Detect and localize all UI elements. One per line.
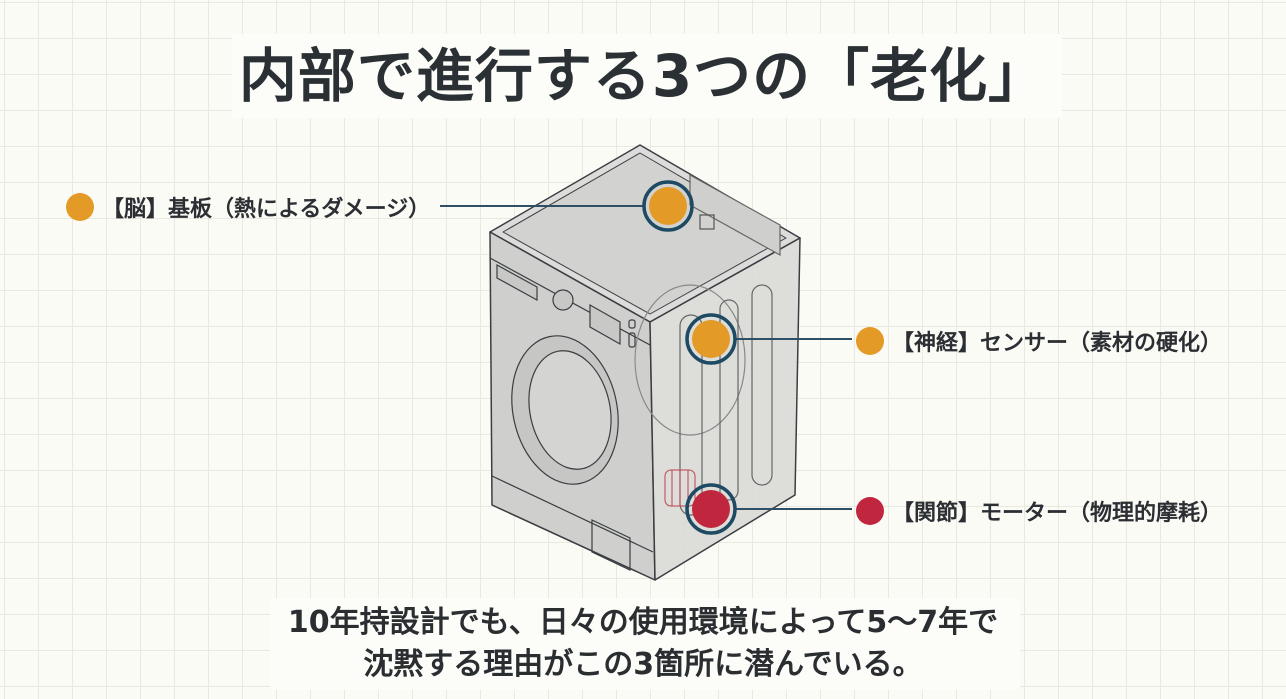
marker-motor bbox=[685, 483, 737, 535]
marker-board bbox=[642, 180, 694, 232]
callout-sensor: 【神経】センサー（素材の硬化） bbox=[856, 325, 1222, 357]
footer-background bbox=[270, 598, 1020, 690]
marker-sensor bbox=[685, 313, 737, 365]
red-dot-icon bbox=[856, 497, 884, 525]
callout-board-label: 【脳】基板（熱によるダメージ） bbox=[102, 197, 431, 222]
orange-dot-icon bbox=[856, 327, 884, 355]
callout-motor-label: 【関節】モーター（物理的摩耗） bbox=[892, 501, 1223, 526]
callout-motor: 【関節】モーター（物理的摩耗） bbox=[856, 495, 1222, 527]
footer-line-2: 沈黙する理由がこの3箇所に潜んでいる。 bbox=[363, 647, 923, 682]
page-title: 内部で進行する3つの「老化」 bbox=[238, 42, 1048, 110]
callout-board: 【脳】基板（熱によるダメージ） bbox=[66, 191, 430, 223]
title-background bbox=[232, 34, 1062, 118]
footer-text: 10年持設計でも、日々の使用環境によって5〜7年で 沈黙する理由がこの3箇所に潜… bbox=[0, 602, 1286, 686]
footer-line-1: 10年持設計でも、日々の使用環境によって5〜7年で bbox=[287, 605, 999, 640]
callout-sensor-label: 【神経】センサー（素材の硬化） bbox=[892, 331, 1223, 356]
orange-dot-icon bbox=[66, 193, 94, 221]
